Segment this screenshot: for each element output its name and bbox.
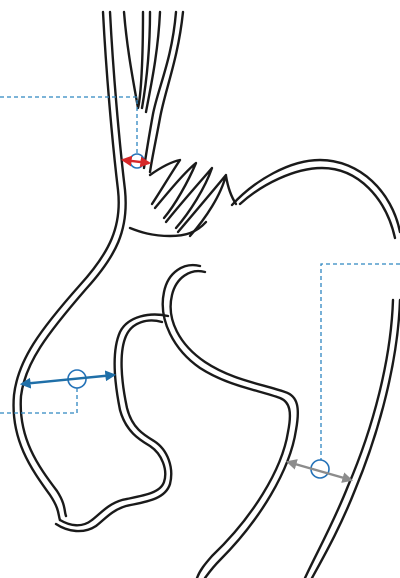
inner-arch-inner xyxy=(163,265,290,578)
sinus-lobe-outer xyxy=(60,315,168,526)
descending-right-inner xyxy=(305,300,393,578)
outer-left-wall-inner xyxy=(21,12,126,516)
strand-1 xyxy=(124,12,143,108)
marker-upper xyxy=(0,97,149,168)
leader-line-right xyxy=(321,264,400,460)
arch-notch xyxy=(226,176,236,204)
sinus-lobe-inner xyxy=(56,321,171,532)
upper-trunk-right-outer xyxy=(150,12,183,172)
leader-line-left xyxy=(0,388,77,413)
